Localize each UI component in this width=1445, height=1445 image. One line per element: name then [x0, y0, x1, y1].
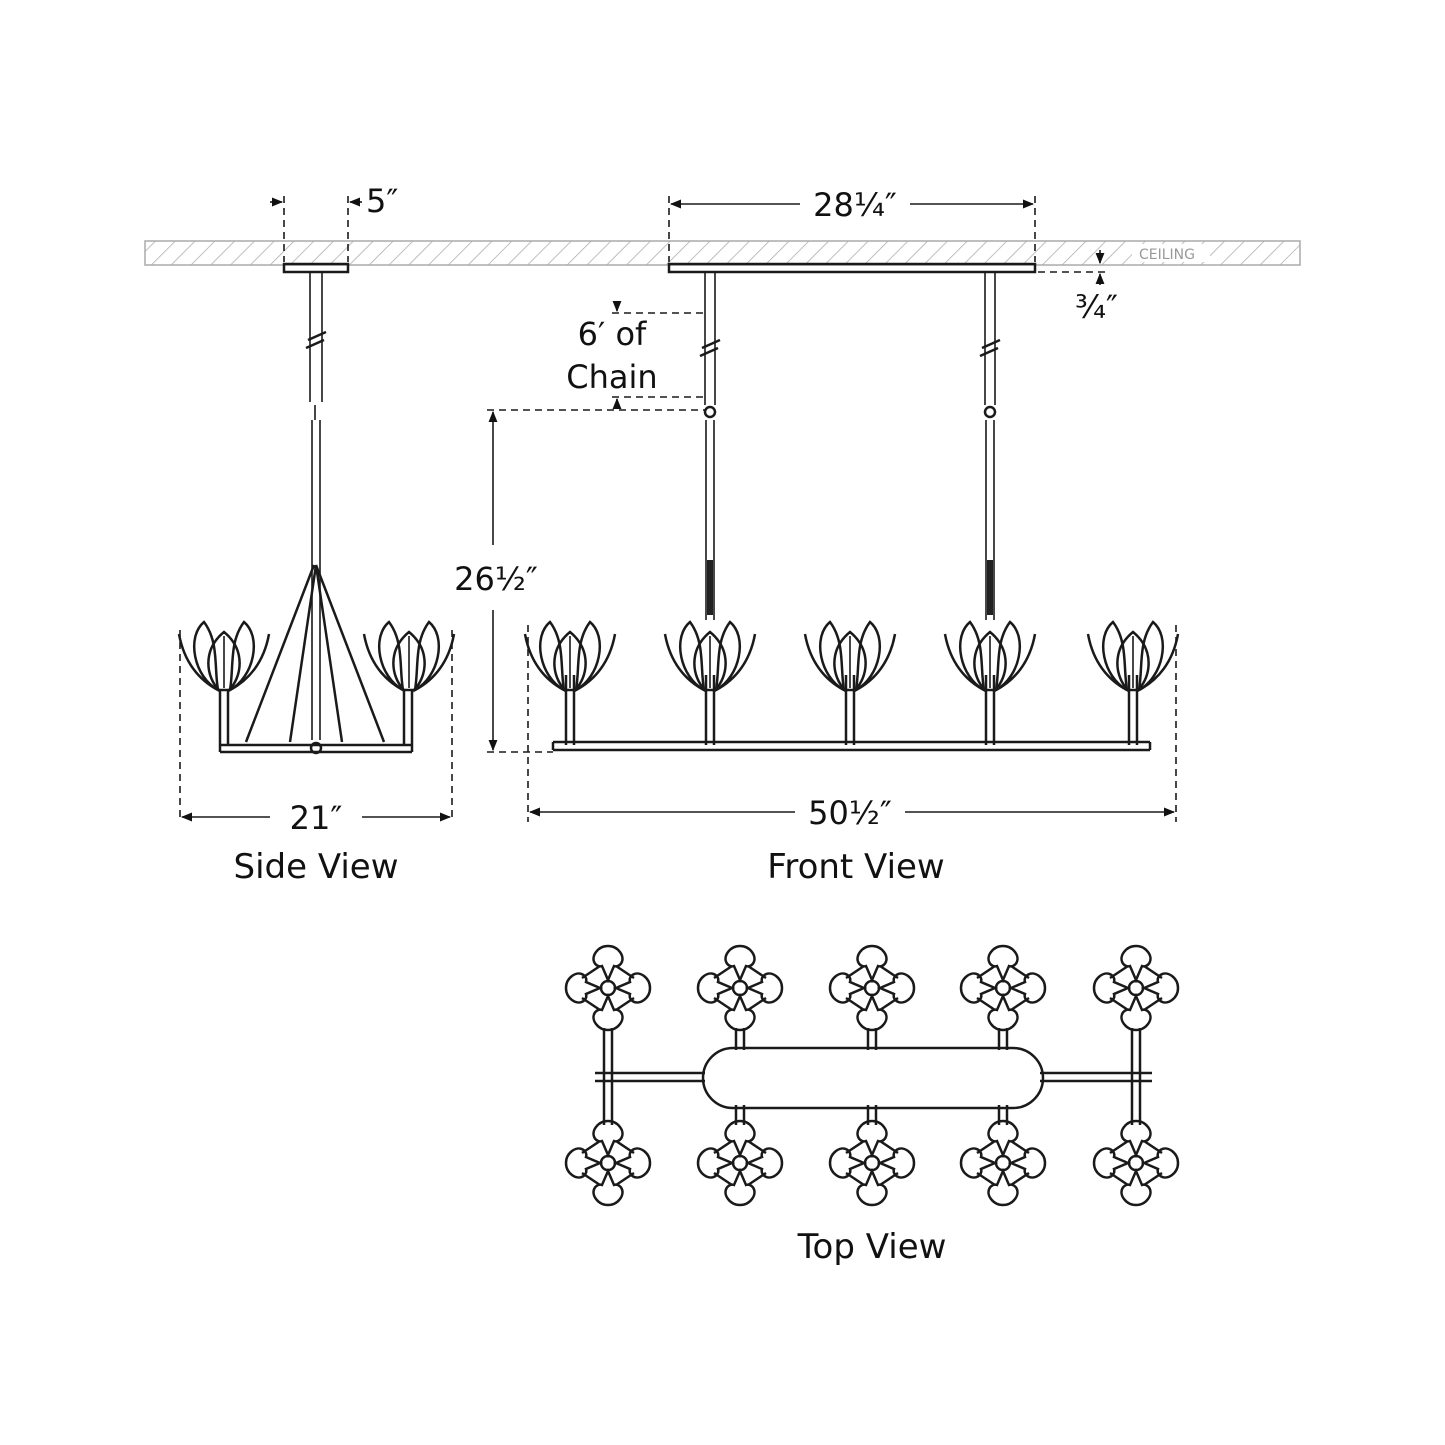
canopy-height: ¾″ — [1075, 288, 1118, 326]
side-canopy-width: 5″ — [366, 182, 398, 220]
flower-lamp — [1086, 620, 1180, 692]
flower-top — [564, 944, 652, 1032]
front-width: 50½″ — [808, 794, 892, 832]
chain — [704, 272, 716, 405]
front-view-drawing — [523, 262, 1180, 752]
flower-top — [959, 944, 1047, 1032]
body-height-dimension: 26½″ — [454, 409, 706, 753]
side-width: 21″ — [290, 799, 343, 837]
ceiling-label: CEILING — [1139, 247, 1195, 263]
flower-stem — [844, 675, 856, 745]
front-canopy-width: 28¼″ — [813, 186, 897, 224]
top-canopy — [701, 1046, 1045, 1110]
top-view-drawing — [564, 944, 1180, 1207]
top-view-label: Top View — [797, 1227, 947, 1267]
canopy-height-dimension: ¾″ — [1038, 250, 1118, 326]
side-chain — [309, 272, 323, 402]
flower-stem — [704, 675, 716, 745]
flower-lamp — [523, 620, 617, 692]
flower-top — [1092, 1119, 1180, 1207]
chain-length-line2: Chain — [566, 358, 657, 396]
downrod — [705, 420, 715, 620]
front-canopy-dimension: 28¼″ — [668, 186, 1036, 262]
flower-top — [696, 1119, 784, 1207]
flower-top — [828, 1119, 916, 1207]
ceiling: CEILING — [144, 240, 1301, 266]
front-width-dimension: 50½″ — [527, 625, 1177, 832]
flower-lamp — [663, 620, 757, 692]
flower-stem — [1127, 675, 1139, 745]
side-view-drawing — [177, 262, 456, 755]
chain-length-dimension: 6′ of Chain — [566, 300, 706, 410]
downrod — [985, 420, 995, 620]
chain-length-line1: 6′ of — [578, 315, 647, 353]
flower-top — [828, 944, 916, 1032]
side-width-dimension: 21″ — [179, 630, 453, 837]
chain-break — [699, 338, 721, 358]
flower-top — [959, 1119, 1047, 1207]
flower-lamp — [803, 620, 897, 692]
side-canopy-dimension: 5″ — [270, 182, 398, 262]
flower-lamp — [943, 620, 1037, 692]
front-view-label: Front View — [767, 847, 945, 887]
flower-stem — [984, 675, 996, 745]
rod-sleeve — [987, 560, 993, 615]
chain-ring — [983, 405, 997, 419]
flower-top — [1092, 944, 1180, 1032]
flower-stem — [564, 675, 576, 745]
side-view-label: Side View — [233, 847, 398, 887]
body-height: 26½″ — [454, 560, 538, 598]
flower-top — [696, 944, 784, 1032]
front-canopy — [667, 262, 1037, 274]
flower-top — [564, 1119, 652, 1207]
chain-ring — [703, 405, 717, 419]
side-canopy — [282, 262, 350, 274]
rod-sleeve — [707, 560, 713, 615]
chain-break — [979, 338, 1001, 358]
chain — [984, 272, 996, 405]
